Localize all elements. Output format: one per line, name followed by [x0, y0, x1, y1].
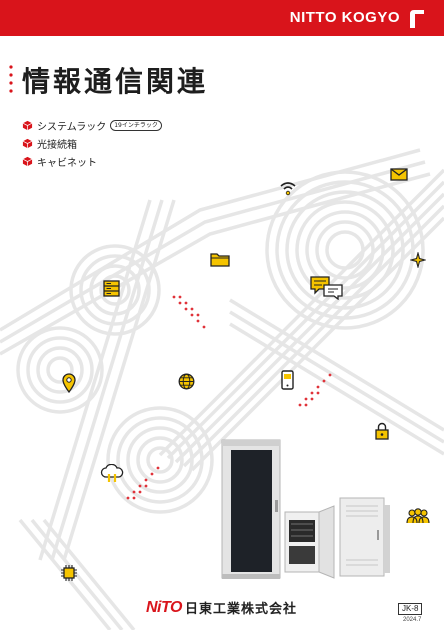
cube-icon — [22, 156, 33, 166]
company-logo-mark: NiTO — [146, 598, 182, 616]
folder-icon — [210, 253, 230, 267]
category-list: システムラック 19インチラック 光接続箱 キャビネット — [22, 116, 162, 170]
category-badge: 19インチラック — [110, 119, 162, 131]
sparkle-icon — [410, 252, 426, 268]
category-item-optical-box: 光接続箱 — [22, 134, 162, 152]
category-item-system-rack: システムラック 19インチラック — [22, 116, 162, 134]
mail-icon — [390, 168, 408, 181]
category-label: キャビネット — [37, 157, 97, 169]
chip-icon — [61, 565, 77, 581]
cube-icon — [22, 138, 33, 148]
title-accent-dots — [9, 65, 13, 93]
lock-icon — [375, 422, 389, 440]
company-name: 日東工業株式会社 — [184, 602, 297, 617]
page-title: 情報通信関連 — [22, 65, 209, 98]
chat-icon — [310, 276, 343, 300]
category-item-cabinet: キャビネット — [22, 152, 162, 170]
cube-icon — [22, 120, 33, 130]
location-icon — [62, 373, 76, 393]
category-label: 光接続箱 — [37, 139, 77, 151]
system-rack-image — [221, 439, 281, 579]
optical-box-image — [284, 505, 335, 579]
category-label: システムラック — [37, 121, 107, 133]
server-icon — [103, 280, 120, 297]
catalog-code: JK-8 — [398, 603, 423, 615]
people-icon — [406, 508, 430, 524]
header-bar: NITTO KOGYO — [0, 0, 444, 36]
brand-logo-icon — [410, 10, 424, 28]
brand-name: NITTO KOGYO — [289, 9, 400, 26]
wifi-icon — [280, 182, 296, 196]
company-logo: NiTO 日東工業株式会社 — [146, 598, 297, 618]
publish-date: 2024.7 — [403, 617, 422, 623]
cabinet-image — [339, 497, 390, 577]
globe-icon — [178, 373, 195, 390]
cloud-icon — [100, 464, 124, 482]
phone-icon — [281, 370, 294, 390]
